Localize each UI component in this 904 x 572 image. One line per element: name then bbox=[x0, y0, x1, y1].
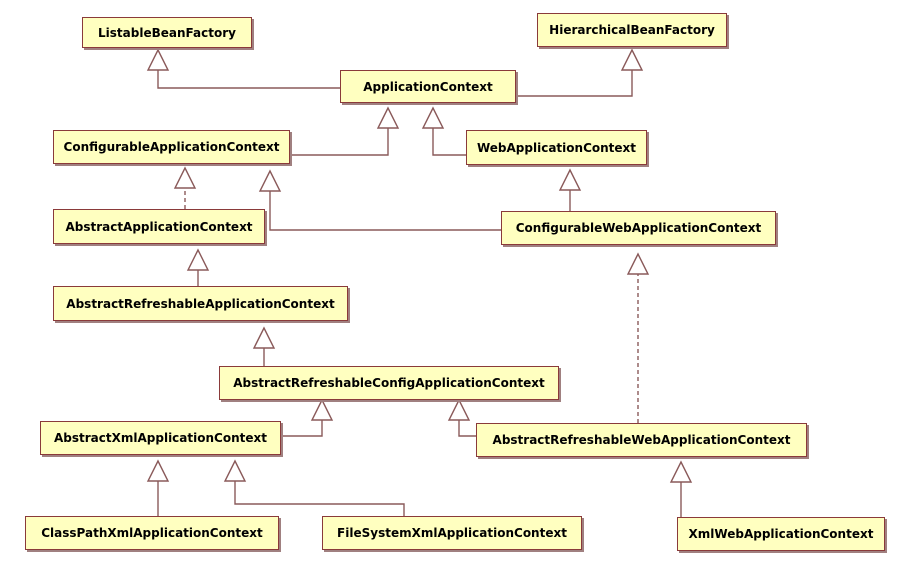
node-abstract-application-context[interactable]: AbstractApplicationContext bbox=[53, 209, 265, 244]
link-appctx-listable bbox=[157, 70, 340, 89]
node-abstract-refreshable-web-application-context[interactable]: AbstractRefreshableWebApplicationContext bbox=[476, 423, 807, 457]
node-web-application-context[interactable]: WebApplicationContext bbox=[466, 130, 647, 165]
arrowhead-arwac bbox=[669, 460, 693, 483]
arrowhead-arcac-right bbox=[447, 398, 471, 421]
link-appctx-hierarchical bbox=[515, 70, 633, 97]
arrowhead-configappctx-right bbox=[258, 169, 282, 192]
arrowhead-configappctx-left bbox=[173, 166, 197, 189]
node-xml-web-application-context[interactable]: XmlWebApplicationContext bbox=[677, 517, 885, 551]
arrowhead-appctx-right bbox=[421, 106, 445, 129]
node-abstract-refreshable-config-application-context[interactable]: AbstractRefreshableConfigApplicationCont… bbox=[219, 366, 559, 400]
node-application-context[interactable]: ApplicationContext bbox=[340, 70, 516, 103]
link-configappctx-appctx bbox=[290, 128, 389, 156]
node-configurable-web-application-context[interactable]: ConfigurableWebApplicationContext bbox=[501, 211, 776, 245]
arrowhead-axac-left bbox=[146, 459, 170, 482]
arrowhead-appctx-left bbox=[376, 106, 400, 129]
arrowhead-hierarchical bbox=[620, 48, 644, 71]
arrowhead-arac bbox=[252, 326, 276, 349]
link-configwebappctx-configappctx bbox=[269, 191, 501, 231]
node-class-path-xml-application-context[interactable]: ClassPathXmlApplicationContext bbox=[25, 516, 279, 550]
node-abstract-refreshable-application-context[interactable]: AbstractRefreshableApplicationContext bbox=[53, 286, 348, 321]
arrowhead-listable bbox=[146, 48, 170, 71]
arrowhead-webappctx bbox=[558, 168, 582, 191]
arrowhead-axac-right bbox=[223, 459, 247, 482]
node-file-system-xml-application-context[interactable]: FileSystemXmlApplicationContext bbox=[322, 516, 582, 550]
node-hierarchical-bean-factory[interactable]: HierarchicalBeanFactory bbox=[537, 13, 727, 47]
node-listable-bean-factory[interactable]: ListableBeanFactory bbox=[82, 17, 252, 48]
node-abstract-xml-application-context[interactable]: AbstractXmlApplicationContext bbox=[40, 421, 281, 455]
link-webappctx-appctx bbox=[432, 128, 466, 156]
arrowhead-aac bbox=[186, 248, 210, 271]
link-fsxac-axac bbox=[234, 481, 405, 516]
link-axac-arcac bbox=[281, 420, 323, 437]
arrowhead-cwac bbox=[626, 252, 650, 275]
link-arwac-arcac bbox=[458, 420, 476, 437]
arrowhead-arcac-left bbox=[310, 398, 334, 421]
node-configurable-application-context[interactable]: ConfigurableApplicationContext bbox=[53, 130, 290, 164]
